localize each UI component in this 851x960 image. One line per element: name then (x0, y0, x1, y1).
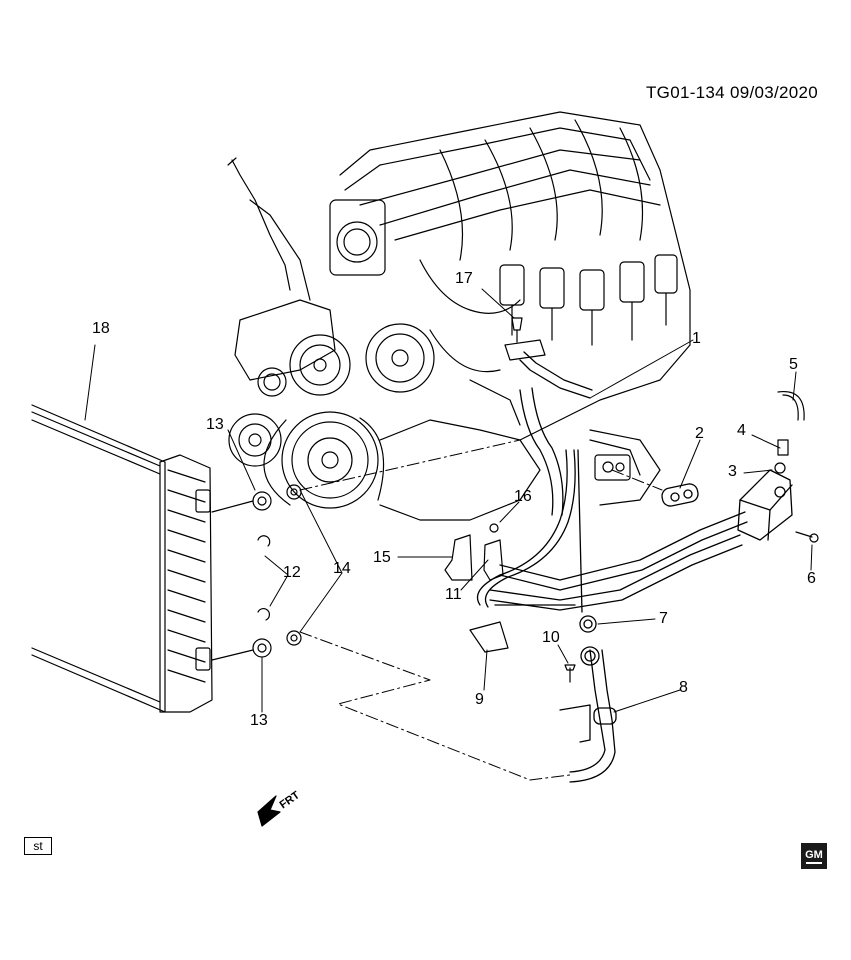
frt-text: FRT (278, 789, 303, 811)
callout-14: 14 (333, 560, 351, 577)
gm-logo: GM (801, 843, 827, 869)
view-tag: st (24, 837, 52, 855)
radiator (31, 404, 213, 713)
callout-13-lower: 13 (250, 712, 268, 729)
callout-9: 9 (475, 691, 484, 708)
brackets-fasteners (444, 317, 819, 683)
callout-1: 1 (692, 330, 701, 347)
callout-7: 7 (659, 610, 668, 627)
illustration-code: TG01-134 09/03/2020 (646, 83, 819, 102)
callout-6: 6 (807, 570, 816, 587)
callout-16: 16 (514, 488, 532, 505)
callout-5: 5 (789, 356, 798, 373)
callout-13-upper: 13 (206, 416, 224, 433)
callout-12: 12 (283, 564, 301, 581)
frt-label: FRT (278, 789, 303, 811)
callout-4: 4 (737, 422, 746, 439)
callout-10: 10 (542, 629, 560, 646)
callout-17: 17 (455, 270, 473, 287)
callout-11: 11 (445, 586, 462, 603)
leader-lines (84, 288, 813, 781)
cooler-lines (476, 351, 793, 783)
callout-8: 8 (679, 679, 688, 696)
engine-assembly (227, 111, 691, 521)
callout-18: 18 (92, 320, 110, 337)
callout-15: 15 (373, 549, 391, 566)
callout-2: 2 (695, 425, 704, 442)
front-direction-arrow (257, 795, 281, 827)
callout-3: 3 (728, 463, 737, 480)
